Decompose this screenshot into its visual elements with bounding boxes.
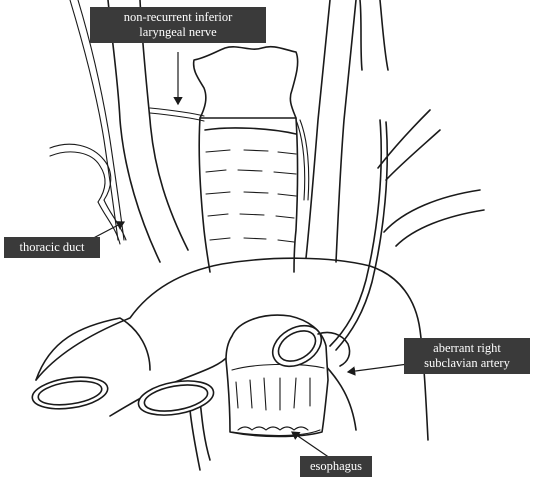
label-subclavian-line2: subclavian artery [411, 356, 523, 371]
label-esophagus: esophagus [300, 456, 372, 477]
left-subclavian-vessels [330, 0, 484, 350]
label-thoracic-duct: thoracic duct [4, 237, 100, 258]
left-carotid-vessel [306, 0, 356, 262]
label-nerve-line1: non-recurrent inferior [97, 10, 259, 25]
larynx-trachea [150, 47, 309, 272]
label-aberrant-subclavian: aberrant right subclavian artery [404, 338, 530, 374]
brachiocephalic-cut-end [30, 318, 150, 413]
label-nerve-line2: laryngeal nerve [97, 25, 259, 40]
label-esophagus-text: esophagus [307, 459, 365, 474]
label-thoracic-duct-text: thoracic duct [11, 240, 93, 255]
label-non-recurrent-nerve: non-recurrent inferior laryngeal nerve [90, 7, 266, 43]
aorta-cut-end [136, 376, 216, 421]
label-subclavian-line1: aberrant right [411, 341, 523, 356]
